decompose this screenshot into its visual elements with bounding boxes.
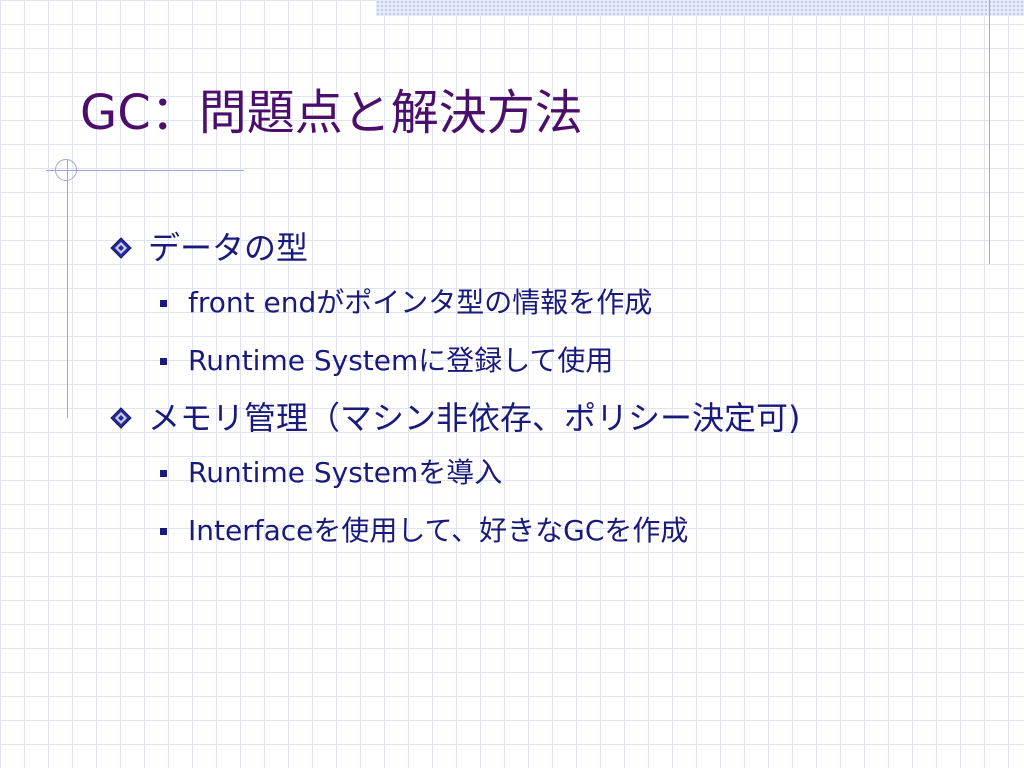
bullet-text: データの型 bbox=[148, 229, 309, 267]
square-bullet-icon bbox=[160, 528, 167, 535]
bullet-text: メモリ管理（マシン非依存、ポリシー決定可) bbox=[148, 399, 801, 437]
corner-circle-ornament bbox=[55, 159, 77, 181]
square-bullet-icon bbox=[160, 300, 167, 307]
title-underline-rule bbox=[46, 170, 244, 171]
sub-bullet-item: front endがポインタ型の情報を作成 bbox=[104, 274, 984, 332]
square-bullet-icon bbox=[160, 470, 167, 477]
sub-bullet-text: Runtime Systemを導入 bbox=[188, 456, 503, 489]
bullet-data-types: データの型 bbox=[104, 222, 984, 274]
left-decorative-rule bbox=[67, 160, 68, 418]
sub-bullet-item: Interfaceを使用して、好きなGCを作成 bbox=[104, 502, 984, 560]
sub-bullet-text: Runtime Systemに登録して使用 bbox=[188, 344, 614, 377]
square-bullet-icon bbox=[160, 358, 167, 365]
slide-title: GC：問題点と解決方法 bbox=[80, 85, 583, 141]
sub-bullet-text: Interfaceを使用して、好きなGCを作成 bbox=[188, 514, 689, 547]
bullet-list: データの型 front endがポインタ型の情報を作成 Runtime Syst… bbox=[104, 222, 984, 560]
diamond-bullet-icon bbox=[110, 407, 132, 429]
sub-bullet-item: Runtime Systemに登録して使用 bbox=[104, 332, 984, 390]
bullet-memory-management: メモリ管理（マシン非依存、ポリシー決定可) bbox=[104, 392, 984, 444]
sub-bullet-item: Runtime Systemを導入 bbox=[104, 444, 984, 502]
diamond-bullet-icon bbox=[110, 237, 132, 259]
right-decorative-rule bbox=[989, 0, 990, 264]
sub-bullet-text: front endがポインタ型の情報を作成 bbox=[188, 286, 653, 319]
top-decorative-band bbox=[376, 0, 1024, 16]
